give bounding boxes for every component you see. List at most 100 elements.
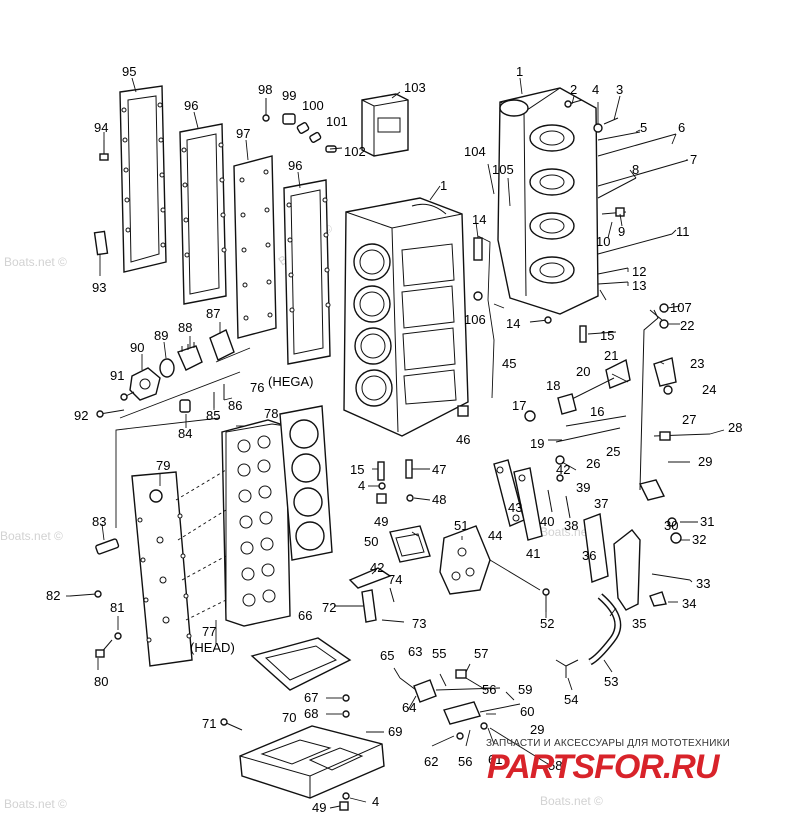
screw-14-right bbox=[529, 316, 552, 324]
label-72: 72 bbox=[322, 600, 336, 615]
label-62: 62 bbox=[424, 754, 438, 769]
label-45: 45 bbox=[502, 356, 516, 371]
label-102: 102 bbox=[344, 144, 366, 159]
lever-42 bbox=[348, 567, 392, 589]
watermark: Boats.net © bbox=[4, 255, 67, 269]
cover-50 bbox=[389, 525, 431, 563]
label-11: 11 bbox=[676, 224, 690, 239]
label-97: 97 bbox=[236, 126, 250, 141]
cover-plate-79 bbox=[131, 471, 193, 667]
label-104: 104 bbox=[464, 144, 486, 159]
watermark: Boats.net © bbox=[0, 529, 63, 543]
note-head: (HEAD) bbox=[190, 640, 235, 655]
bolt-94 bbox=[99, 140, 109, 161]
clip-14 bbox=[473, 237, 483, 261]
label-42r: 42 bbox=[556, 462, 570, 477]
label-78: 78 bbox=[264, 406, 278, 421]
bolt-49 bbox=[376, 493, 387, 504]
label-76: 76 bbox=[250, 380, 264, 395]
label-86: 86 bbox=[228, 398, 242, 413]
label-58: 58 bbox=[548, 758, 562, 773]
label-41: 41 bbox=[526, 546, 540, 561]
label-105: 105 bbox=[492, 162, 514, 177]
label-93: 93 bbox=[92, 280, 106, 295]
label-27: 27 bbox=[682, 412, 696, 427]
label-91: 91 bbox=[110, 368, 124, 383]
linkage-assembly bbox=[399, 669, 521, 740]
label-82: 82 bbox=[46, 588, 60, 603]
label-69: 69 bbox=[388, 724, 402, 739]
pins-37-40 bbox=[547, 474, 571, 519]
label-106: 106 bbox=[464, 312, 486, 327]
label-56: 56 bbox=[482, 682, 496, 697]
label-29: 29 bbox=[698, 454, 712, 469]
leader bbox=[115, 417, 221, 528]
lever-21 bbox=[605, 358, 631, 389]
label-81: 81 bbox=[110, 600, 124, 615]
label-7: 7 bbox=[690, 152, 697, 167]
plate-97 bbox=[233, 155, 277, 339]
nut-17 bbox=[524, 410, 536, 422]
fitting-106 bbox=[473, 291, 483, 301]
fittings-107-22 bbox=[659, 303, 669, 329]
bolt-71 bbox=[220, 718, 243, 731]
label-30: 30 bbox=[664, 518, 678, 533]
label-71: 71 bbox=[202, 716, 216, 731]
link-27-28 bbox=[653, 431, 711, 441]
label-17: 17 bbox=[512, 398, 526, 413]
label-32: 32 bbox=[692, 532, 706, 547]
thermostat-cover-90 bbox=[129, 367, 161, 401]
label-107: 107 bbox=[670, 300, 692, 315]
ball-18 bbox=[557, 393, 577, 415]
label-85: 85 bbox=[206, 408, 220, 423]
label-103: 103 bbox=[404, 80, 426, 95]
label-39: 39 bbox=[576, 480, 590, 495]
label-84: 84 bbox=[178, 426, 192, 441]
part-98-102 bbox=[262, 98, 337, 153]
label-54: 54 bbox=[564, 692, 578, 707]
label-98: 98 bbox=[258, 82, 272, 97]
head-gasket-78 bbox=[279, 405, 333, 561]
leader bbox=[489, 559, 541, 591]
dashed-leaders bbox=[175, 469, 227, 621]
bracket-72 bbox=[361, 589, 377, 623]
bracket-35 bbox=[613, 529, 641, 611]
label-35: 35 bbox=[632, 616, 646, 631]
fitting-46 bbox=[457, 405, 469, 417]
watermark: Boats.net © bbox=[4, 797, 67, 811]
label-48: 48 bbox=[432, 492, 446, 507]
label-21: 21 bbox=[604, 348, 618, 363]
gasket-96-upper bbox=[179, 123, 227, 305]
label-34: 34 bbox=[682, 596, 696, 611]
label-70: 70 bbox=[282, 710, 296, 725]
label-14b: 14 bbox=[506, 316, 520, 331]
washer-48 bbox=[406, 494, 414, 502]
fittings-67-69 bbox=[342, 694, 378, 733]
label-15r: 15 bbox=[600, 328, 614, 343]
label-67: 67 bbox=[304, 690, 318, 705]
label-57: 57 bbox=[474, 646, 488, 661]
label-53: 53 bbox=[604, 674, 618, 689]
lever-23-24 bbox=[653, 357, 677, 395]
brand-logo[interactable]: PARTSFOR.RU bbox=[487, 748, 719, 786]
label-94: 94 bbox=[94, 120, 108, 135]
label-99: 99 bbox=[282, 88, 296, 103]
label-49b: 49 bbox=[312, 800, 326, 815]
label-13: 13 bbox=[632, 278, 646, 293]
label-61: 61 bbox=[488, 752, 502, 767]
label-74: 74 bbox=[388, 572, 402, 587]
ring-89 bbox=[159, 358, 175, 378]
bolt-91 bbox=[120, 391, 135, 401]
label-22: 22 bbox=[680, 318, 694, 333]
fittings-4-49-bottom bbox=[339, 792, 350, 811]
label-83: 83 bbox=[92, 514, 106, 529]
footer-tagline: ЗАПЧАСТИ И АКСЕССУАРЫ ДЛЯ МОТОТЕХНИКИ bbox=[486, 738, 731, 749]
hose-53-inner bbox=[589, 594, 620, 664]
label-64: 64 bbox=[402, 700, 416, 715]
label-88: 88 bbox=[178, 320, 192, 335]
label-24: 24 bbox=[702, 382, 716, 397]
label-89: 89 bbox=[154, 328, 168, 343]
housing-51 bbox=[439, 525, 491, 595]
label-19: 19 bbox=[530, 436, 544, 451]
